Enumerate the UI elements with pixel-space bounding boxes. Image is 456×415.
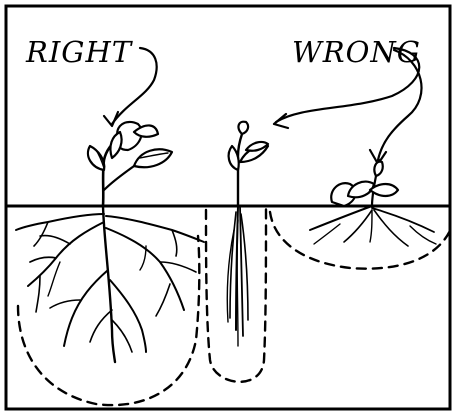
root-zone-right <box>18 236 199 405</box>
label-right: RIGHT <box>25 35 134 69</box>
plant-wrong-narrow <box>227 122 268 346</box>
plant-right <box>16 122 204 362</box>
plant-wrong-shallow <box>310 160 436 246</box>
root-zone-shallow <box>270 212 452 269</box>
label-wrong: WRONG <box>292 35 421 69</box>
